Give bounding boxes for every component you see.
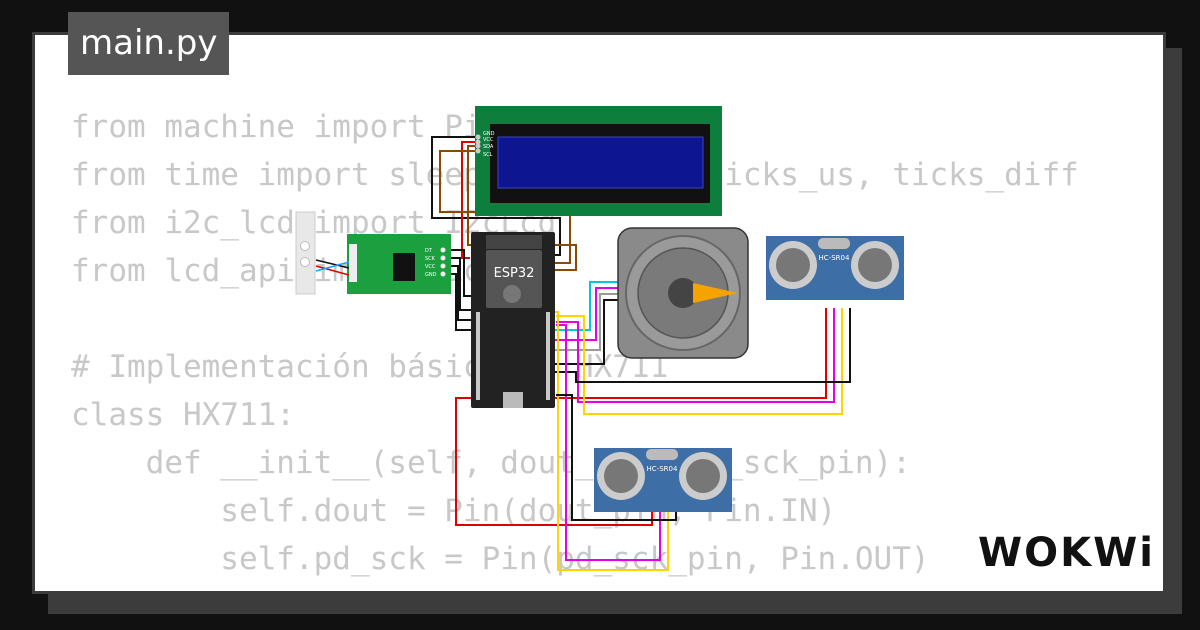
code-line: class HX711: — [71, 397, 295, 433]
wires — [431, 136, 851, 571]
esp32-label: ESP32 — [494, 266, 535, 281]
hx711-pin-sck: SCK — [425, 256, 436, 262]
stepper-motor[interactable] — [617, 227, 749, 359]
file-tab-label: main.py — [80, 23, 218, 63]
hx711-module[interactable]: DT SCK VCC GND — [315, 234, 451, 294]
motor-pointer — [693, 283, 738, 303]
load-cell[interactable] — [295, 211, 316, 295]
file-tab[interactable]: main.py — [68, 12, 230, 75]
wokwi-logo-text: WOKWi — [978, 530, 1151, 576]
code-line: self.pd_sck = Pin(pd_sck_pin, Pin.OUT) — [71, 541, 930, 577]
hx711-pin-dt: DT — [425, 248, 433, 254]
sensor2-label: HC-SR04 — [647, 465, 678, 473]
hx711-pin-vcc: VCC — [425, 264, 436, 270]
code-line: self.pd_sck.value(0) — [71, 583, 1079, 591]
ultrasonic-sensor-2[interactable]: HC-SR04 — [594, 448, 732, 512]
wokwi-logo: WOKWi — [978, 530, 1151, 576]
lcd-pin-sda: SDA — [483, 144, 494, 150]
lcd-pin-vcc: VCC — [483, 137, 494, 143]
sensor1-label: HC-SR04 — [819, 254, 850, 262]
lcd-pin-gnd: GND — [483, 131, 495, 137]
lcd-pin-scl: SCL — [483, 152, 493, 158]
ultrasonic-sensor-1[interactable]: HC-SR04 — [766, 236, 904, 300]
esp32-board[interactable]: ESP32 — [471, 232, 555, 408]
hx711-pin-gnd: GND — [425, 272, 437, 278]
lcd-display[interactable]: GND VCC SDA SCL — [475, 106, 722, 216]
code-line: from machine import Pin — [71, 109, 501, 145]
